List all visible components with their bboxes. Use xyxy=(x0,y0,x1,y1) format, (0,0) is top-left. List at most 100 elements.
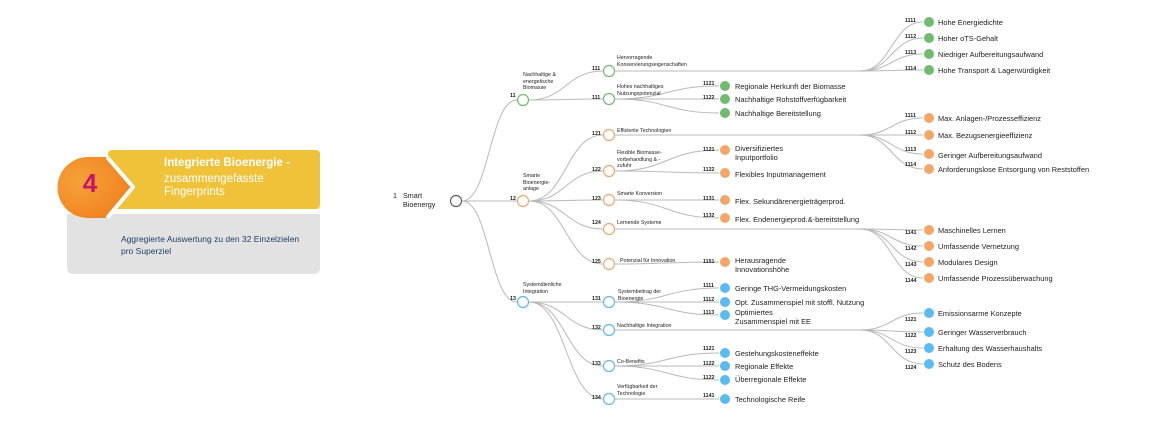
leaf-code: 1121 xyxy=(703,81,715,87)
leaf-dot xyxy=(720,195,730,205)
l3-code-111b: 111 xyxy=(592,95,601,101)
connector xyxy=(461,200,518,303)
leaf-code: 1124 xyxy=(905,365,917,371)
leaf-dot xyxy=(720,310,730,320)
connector xyxy=(614,199,720,219)
leaf-code: 1141 xyxy=(703,393,715,399)
leaf-label: Herausragende Innovationshöhe xyxy=(735,256,790,274)
leaf-dot xyxy=(720,81,730,91)
leaf-label: Anforderungslose Entsorgung von Reststof… xyxy=(938,165,1090,174)
leaf-label: Hohe Transport & Lagerwürdigkeit xyxy=(938,66,1051,75)
leaf-dot xyxy=(720,168,730,178)
leaf-label: Maschinelles Lernen xyxy=(938,226,1006,235)
leaf-label: Hoher oTS-Gehalt xyxy=(938,34,998,43)
leaf-code: 1141 xyxy=(905,230,917,236)
leaf-label: Technologische Reife xyxy=(735,395,806,404)
leaf-dot xyxy=(924,327,934,337)
connector xyxy=(614,301,720,316)
l3-code-134: 134 xyxy=(592,395,601,401)
leaf-dot xyxy=(924,273,934,283)
connector xyxy=(528,134,604,202)
leaf-label: Schutz des Bodens xyxy=(938,360,1002,369)
leaf-label: Umfassende Vernetzung xyxy=(938,242,1019,251)
leaf-code: 1113 xyxy=(703,310,715,316)
leaf-label: Nachhaltige Bereitstellung xyxy=(735,109,821,118)
leaf-code: 1143 xyxy=(905,262,917,268)
l2-label-12: Smarte Bioenergie-anlage xyxy=(523,173,551,192)
leaf-code: 1113 xyxy=(905,147,917,153)
leaf-label: Erhaltung des Wasserhaushalts xyxy=(938,344,1043,353)
connector xyxy=(614,149,720,172)
level3-node xyxy=(602,359,616,373)
leaf-code: 1113 xyxy=(905,50,917,56)
connector xyxy=(859,329,924,365)
l3-label-133: Co-Benefits xyxy=(617,359,645,365)
badge-number: 4 xyxy=(82,168,98,198)
connector xyxy=(859,69,924,72)
leaf-label: Modulares Design xyxy=(938,258,998,267)
leaf-dot xyxy=(924,164,934,174)
leaf-dot xyxy=(720,213,730,223)
connector xyxy=(614,365,720,381)
leaf-label: Flex. Sekundärenergieträgerprod. xyxy=(735,197,846,206)
leaf-label: Emissionsarme Konzepte xyxy=(938,309,1022,318)
l3-label-134: Verfügbarkeit der Technologie xyxy=(617,384,658,397)
connector xyxy=(528,98,604,101)
l3-code-122: 122 xyxy=(592,167,601,173)
leaf-label: Regionale Effekte xyxy=(735,362,794,371)
leaf-label: Geringer Wasserverbrauch xyxy=(938,328,1027,337)
connector xyxy=(614,261,720,265)
l3-label-132: Nachhaltige Integration xyxy=(617,323,672,329)
leaf-dot xyxy=(720,257,730,267)
leaf-code: 1122 xyxy=(703,95,715,101)
leaf-label: Niedriger Aufbereitungsaufwand xyxy=(938,50,1044,59)
badge-subtitle: zusammengefasste Fingerprints xyxy=(164,173,264,198)
leaf-label: Geringe THG-Vermeidungskosten xyxy=(735,284,847,293)
badge-title-panel xyxy=(108,150,320,209)
root-code: 1 xyxy=(393,191,397,200)
leaf-label: Max. Anlagen-/Prozesseffizienz xyxy=(938,114,1041,123)
l3-code-132: 132 xyxy=(592,325,601,331)
root-label: Smart Bioenergy xyxy=(403,191,436,209)
leaf-code: 1112 xyxy=(703,297,715,303)
leaf-label: Überregionale Effekte xyxy=(735,375,807,384)
leaf-label: Geringer Aufbereitungsaufwand xyxy=(938,151,1042,160)
leaf-label: Opt. Zusammenspiel mit stoffl. Nutzung xyxy=(735,298,865,307)
connector xyxy=(528,199,604,202)
badge-title: Integrierte Bioenergie - xyxy=(164,157,290,169)
leaf-dot xyxy=(720,145,730,155)
leaf-dot xyxy=(924,149,934,159)
l3-label-125: Potenzial für Innovation xyxy=(620,258,676,264)
leaf-label: Flexibles Inputmanagement xyxy=(735,170,826,179)
leaf-code: 1111 xyxy=(905,18,916,24)
l3-code-131: 131 xyxy=(592,296,601,302)
level2-node xyxy=(516,295,530,309)
leaf-dot xyxy=(720,283,730,293)
leaf-code: 1151 xyxy=(703,259,715,265)
leaf-dot xyxy=(924,241,934,251)
leaf-label: Nachhaltige Rohstoffverfügbarkeit xyxy=(735,95,847,104)
level3-node xyxy=(602,92,616,106)
leaf-dot xyxy=(924,225,934,235)
level3-node xyxy=(602,193,616,207)
l3-label-123: Smarte Konversion xyxy=(617,191,663,197)
leaf-dot xyxy=(924,49,934,59)
level3-node xyxy=(602,295,616,309)
connector xyxy=(859,228,924,279)
leaf-dot xyxy=(924,113,934,123)
l3-code-123: 123 xyxy=(592,196,601,202)
l3-code-133: 133 xyxy=(592,361,601,367)
leaf-code: 1132 xyxy=(703,213,715,219)
leaf-dot xyxy=(924,65,934,75)
leaf-code: 1111 xyxy=(905,113,916,119)
l3-label-111a: Hervorragende Konservierungseigenschafte… xyxy=(617,55,687,68)
leaf-code: 1122 xyxy=(703,167,715,173)
leaf-code: 1112 xyxy=(905,34,917,40)
badge-description-panel xyxy=(67,214,320,274)
l3-code-111a: 111 xyxy=(592,66,601,72)
leaf-code: 1131 xyxy=(703,196,715,202)
badge-number-shape xyxy=(57,155,135,220)
leaf-dot xyxy=(720,108,730,118)
